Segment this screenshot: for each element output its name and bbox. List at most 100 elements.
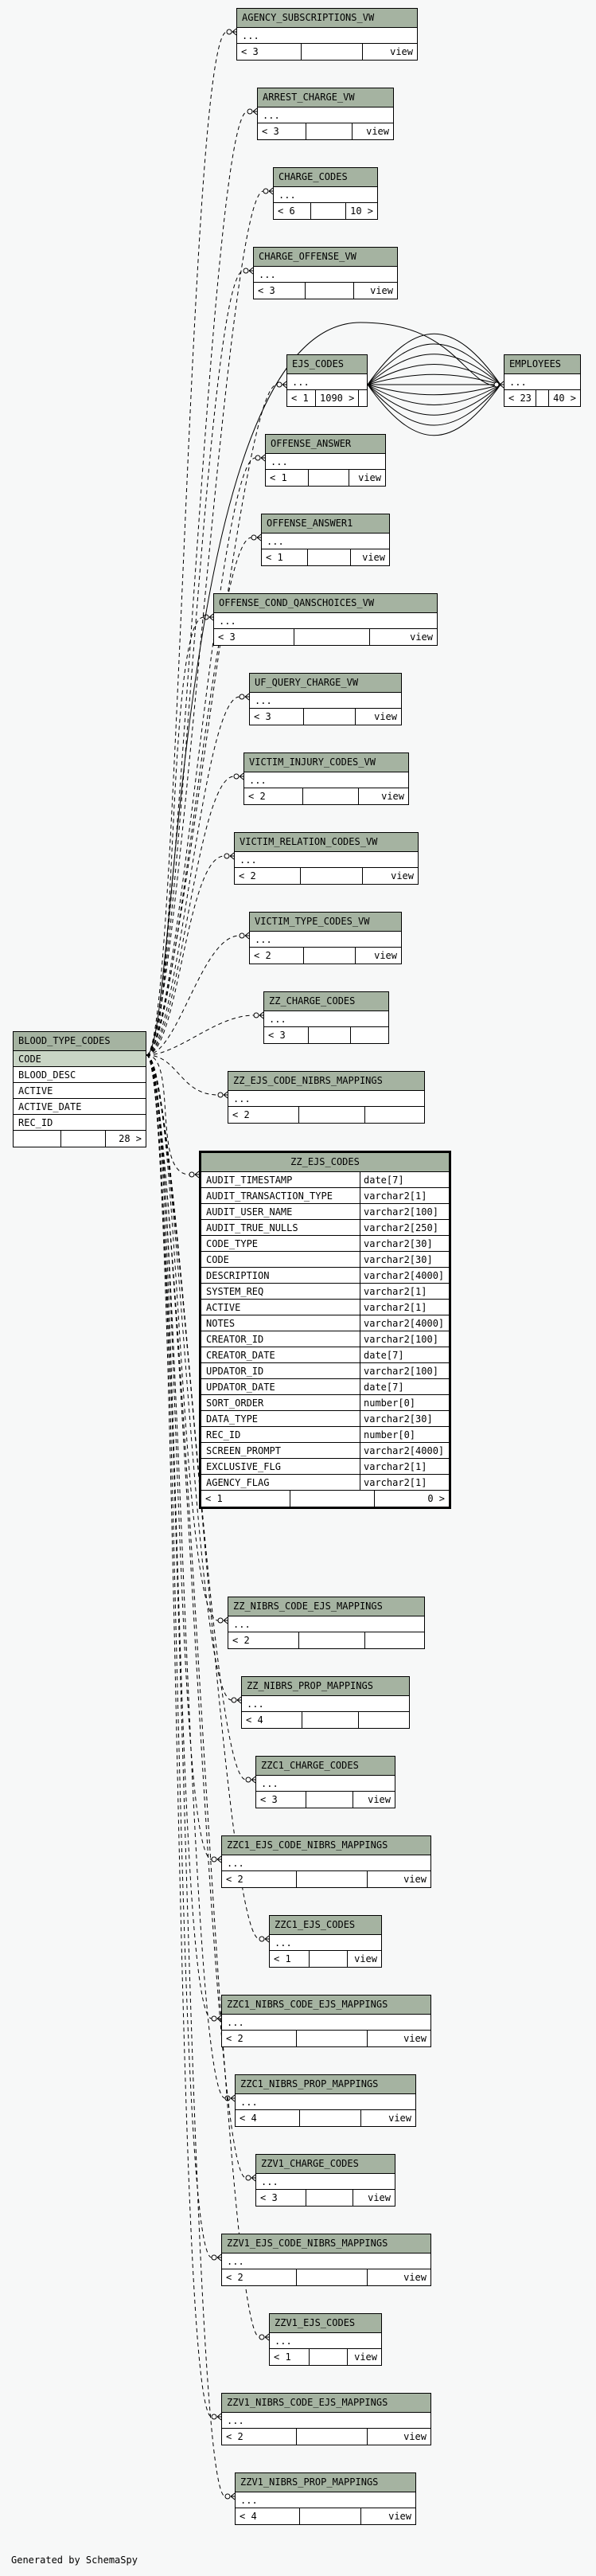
table-name[interactable]: EJS_CODES xyxy=(287,355,367,374)
parents-count[interactable] xyxy=(309,1027,352,1043)
children-count[interactable]: < 3 xyxy=(258,123,307,139)
parents-count[interactable] xyxy=(297,2269,368,2285)
table-name[interactable]: OFFENSE_ANSWER1 xyxy=(262,514,389,534)
table-zzejsnibrs[interactable]: ZZ_EJS_CODE_NIBRS_MAPPINGS...< 2 xyxy=(228,1071,425,1124)
children-count[interactable]: < 3 xyxy=(264,1027,310,1043)
row-count[interactable]: view xyxy=(354,2351,377,2363)
row-count[interactable]: view xyxy=(366,126,389,137)
collapsed-columns[interactable]: ... xyxy=(242,1696,409,1712)
column-row[interactable]: CODE xyxy=(14,1051,146,1067)
table-name[interactable]: ZZV1_EJS_CODES xyxy=(270,2314,381,2333)
row-count[interactable]: view xyxy=(362,552,385,563)
table-zznibrsejs[interactable]: ZZ_NIBRS_CODE_EJS_MAPPINGS...< 2 xyxy=(228,1597,425,1649)
row-count[interactable] xyxy=(359,1712,409,1728)
parents-count[interactable] xyxy=(536,390,550,406)
row-count[interactable]: view xyxy=(388,2511,411,2522)
collapsed-columns[interactable]: ... xyxy=(287,374,367,390)
table-name[interactable]: CHARGE_CODES xyxy=(274,168,377,187)
row-count[interactable]: view xyxy=(358,472,381,483)
collapsed-columns[interactable]: ... xyxy=(254,267,397,283)
parents-count[interactable] xyxy=(309,470,349,486)
children-count[interactable]: < 6 xyxy=(274,203,311,219)
parents-count[interactable] xyxy=(306,283,354,299)
table-name[interactable]: CHARGE_OFFENSE_VW xyxy=(254,248,397,267)
table-name[interactable]: ZZ_CHARGE_CODES xyxy=(264,992,388,1011)
children-count[interactable]: < 2 xyxy=(235,868,301,884)
collapsed-columns[interactable]: ... xyxy=(270,1935,381,1951)
collapsed-columns[interactable]: ... xyxy=(228,1616,424,1632)
parents-count[interactable] xyxy=(304,709,356,725)
parents-count[interactable] xyxy=(308,549,351,565)
collapsed-columns[interactable]: ... xyxy=(504,374,580,390)
table-name[interactable]: EMPLOYEES xyxy=(504,355,580,374)
table-name[interactable]: ZZ_EJS_CODES xyxy=(201,1153,449,1172)
parents-count[interactable] xyxy=(294,629,370,645)
table-name[interactable]: BLOOD_TYPE_CODES xyxy=(14,1032,146,1051)
parents-count[interactable] xyxy=(297,2031,368,2046)
column-row[interactable]: BLOOD_DESC xyxy=(14,1067,146,1083)
table-name[interactable]: ZZ_NIBRS_CODE_EJS_MAPPINGS xyxy=(228,1597,424,1616)
children-count[interactable]: < 3 xyxy=(250,709,305,725)
parents-count[interactable] xyxy=(290,1491,375,1507)
column-row[interactable]: ACTIVE xyxy=(14,1083,146,1099)
row-count[interactable]: view xyxy=(403,2033,427,2044)
children-count[interactable]: < 23 xyxy=(504,390,536,406)
table-name[interactable]: ZZ_NIBRS_PROP_MAPPINGS xyxy=(242,1677,409,1696)
children-count[interactable]: < 1 xyxy=(270,2349,310,2365)
row-count[interactable]: view xyxy=(410,631,433,643)
table-name[interactable]: OFFENSE_COND_QANSCHOICES_VW xyxy=(214,594,437,613)
table-name[interactable]: ZZV1_EJS_CODE_NIBRS_MAPPINGS xyxy=(222,2234,430,2254)
parents-count[interactable] xyxy=(300,2110,362,2126)
row-count[interactable]: view xyxy=(368,2192,391,2203)
table-name[interactable]: ZZC1_EJS_CODE_NIBRS_MAPPINGS xyxy=(222,1836,430,1855)
row-count[interactable] xyxy=(365,1632,424,1648)
row-count[interactable]: 10 > xyxy=(350,205,373,217)
parents-count[interactable] xyxy=(297,1871,368,1887)
collapsed-columns[interactable]: ... xyxy=(256,2174,395,2190)
children-count[interactable]: < 4 xyxy=(242,1712,302,1728)
table-name[interactable]: VICTIM_INJURY_CODES_VW xyxy=(244,753,408,772)
children-count[interactable]: < 2 xyxy=(228,1107,299,1123)
row-count[interactable] xyxy=(351,1027,388,1043)
collapsed-columns[interactable]: ... xyxy=(256,1776,395,1792)
table-zznibrsprop[interactable]: ZZ_NIBRS_PROP_MAPPINGS...< 4 xyxy=(241,1676,410,1729)
column-row[interactable]: REC_ID xyxy=(14,1115,146,1131)
children-count[interactable]: < 2 xyxy=(222,1871,298,1887)
row-count[interactable]: view xyxy=(403,2272,427,2283)
row-count[interactable]: view xyxy=(354,1953,377,1964)
children-count[interactable]: < 4 xyxy=(236,2110,301,2126)
collapsed-columns[interactable]: ... xyxy=(235,852,418,868)
row-count[interactable]: view xyxy=(391,870,414,881)
row-count[interactable]: view xyxy=(403,1874,427,1885)
collapsed-columns[interactable]: ... xyxy=(222,2015,430,2031)
row-count[interactable]: view xyxy=(374,711,397,722)
table-name[interactable]: ZZC1_CHARGE_CODES xyxy=(256,1757,395,1776)
parents-count[interactable] xyxy=(306,123,353,139)
row-count[interactable] xyxy=(359,390,383,406)
children-count[interactable]: < 3 xyxy=(254,283,306,299)
parents-count[interactable] xyxy=(302,1712,359,1728)
table-zzchg[interactable]: ZZ_CHARGE_CODES...< 3 xyxy=(263,991,389,1044)
children-count[interactable]: < 4 xyxy=(236,2508,301,2524)
children-count[interactable]: < 3 xyxy=(256,2190,306,2206)
table-name[interactable]: ZZC1_NIBRS_CODE_EJS_MAPPINGS xyxy=(222,1996,430,2015)
